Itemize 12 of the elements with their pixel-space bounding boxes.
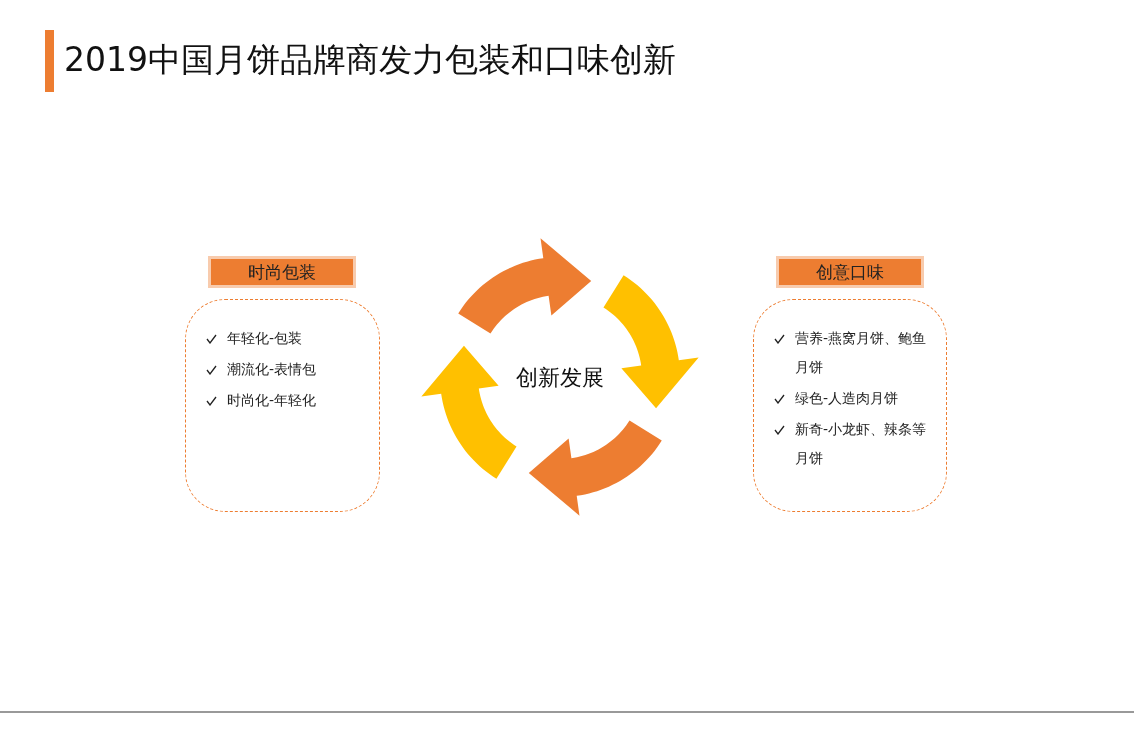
list-item: 绿色-人造肉月饼	[795, 389, 899, 408]
title: 2019中国月饼品牌商发力包装和口味创新	[64, 39, 676, 81]
item-list-card	[185, 299, 380, 512]
list-item: 新奇-小龙虾、辣条等月饼	[795, 420, 928, 468]
list-item: 时尚化-年轻化	[227, 391, 317, 410]
list-item: 营养-燕窝月饼、鲍鱼月饼	[795, 329, 928, 377]
item-list-card	[753, 299, 947, 512]
category-header: 时尚包装	[208, 256, 356, 288]
center-label: 创新发展	[516, 364, 604, 392]
category-header: 创意口味	[776, 256, 924, 288]
list-item: 潮流化-表情包	[227, 360, 317, 379]
list-item: 年轻化-包装	[227, 329, 303, 348]
